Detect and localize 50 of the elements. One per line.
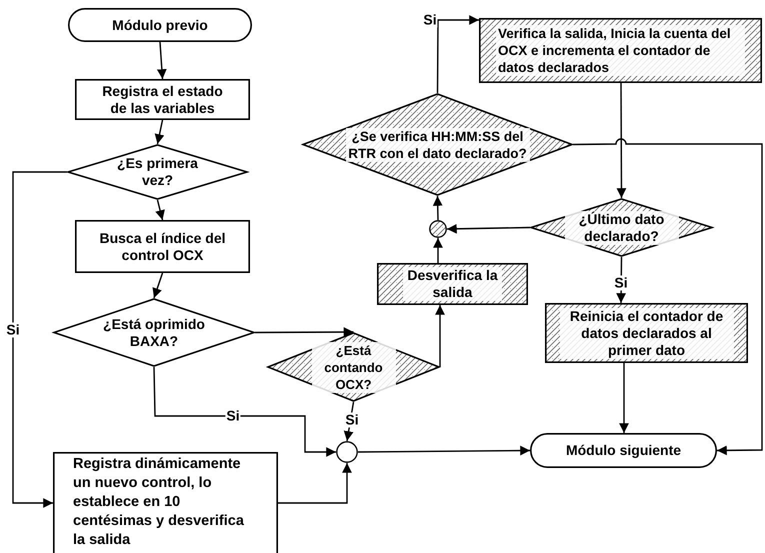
process-box	[545, 303, 748, 363]
step-text: Busca el índice del control OCX	[98, 230, 227, 264]
arrow	[435, 305, 445, 368]
arrow	[278, 463, 352, 504]
step-text: Registra dinámicamente un nuevo control, lo establece en 10 centésimas y desverifica la salida	[73, 455, 245, 550]
step-text: Registra el estado de las variables	[101, 82, 224, 116]
arrow	[432, 196, 443, 220]
arrow	[433, 238, 443, 263]
step-text: ¿Se verifica HH:MM:SS del RTR con el dato declarado?	[346, 128, 530, 162]
process-box	[75, 220, 250, 273]
arrow	[616, 83, 626, 198]
arrow	[436, 15, 479, 93]
arrow	[155, 200, 165, 220]
arrow	[446, 224, 530, 234]
decision-diamond	[302, 93, 573, 196]
step-text: Desverifica la salida	[403, 267, 502, 301]
arrow	[156, 42, 167, 80]
arrow	[573, 138, 763, 456]
edge-label: Si	[225, 408, 241, 424]
step-text: Verifica la salida, Inicia la cuenta del OCX e incrementa el contador de datos declarados	[496, 25, 745, 76]
decision-diamond	[267, 332, 440, 402]
process-box	[53, 452, 278, 553]
step-text: ¿Está contando OCX?	[312, 342, 396, 392]
arrow	[255, 327, 354, 337]
junction-circle	[429, 220, 447, 238]
arrow	[619, 363, 629, 433]
decision-diamond	[53, 298, 255, 367]
edge-label: Si	[613, 276, 629, 290]
edge-label: Si	[422, 12, 438, 28]
arrow	[154, 120, 164, 144]
step-text: Módulo siguiente	[566, 442, 682, 459]
step-text: ¿Último dato declarado?	[564, 210, 678, 244]
junction-circle	[336, 441, 358, 463]
step-text: Reinicia el contador de datos declarados al primer dato	[560, 308, 734, 358]
arrow	[153, 366, 336, 457]
arrow	[152, 272, 164, 298]
decision-diamond	[530, 198, 713, 257]
terminal-box	[68, 8, 252, 42]
process-box	[479, 18, 762, 83]
edge-label: Si	[344, 412, 360, 428]
step-text: ¿Está oprimido BAXA?	[102, 316, 206, 350]
arrow	[12, 171, 67, 508]
step-text: Módulo previo	[112, 16, 208, 34]
process-box	[377, 263, 528, 305]
edge-label: Si	[5, 322, 21, 338]
process-box	[75, 79, 250, 120]
step-text: ¿Es primera vez?	[116, 155, 199, 189]
terminal-box	[530, 433, 717, 468]
decision-diamond	[67, 144, 248, 200]
arrow	[358, 446, 530, 456]
